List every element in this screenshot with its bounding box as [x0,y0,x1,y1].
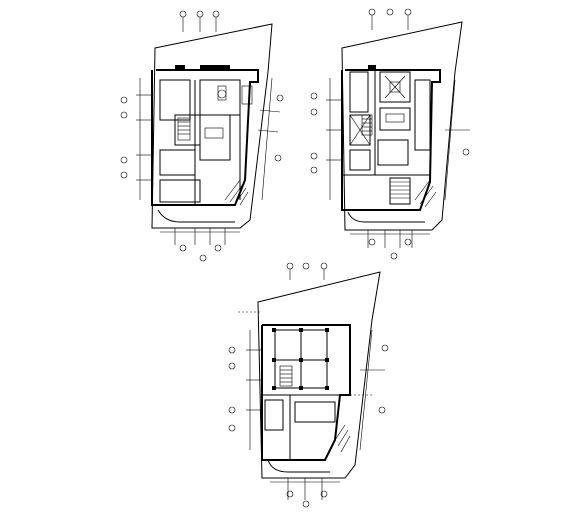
site-boundary [151,23,273,229]
grid-marker [120,96,128,104]
grid-marker [228,362,236,370]
grid-marker [286,490,294,498]
dimension-right [359,329,385,451]
grid-marker [310,108,318,116]
furniture [217,89,227,99]
grid-marker [320,490,328,498]
grid-marker [310,166,318,174]
curved-wall [267,459,330,473]
building-outline [341,69,441,211]
grid-marker [381,344,389,352]
floor-plan-top-left [120,10,284,262]
dimension-left [326,78,342,200]
grid-marker [196,10,204,32]
grid-marker [179,10,187,32]
dimension-left [246,330,262,450]
grid-marker [212,10,220,32]
dimension-bottom [350,230,430,248]
building-outline [151,69,259,206]
curved-wall [157,209,235,223]
dimension-right [444,79,470,201]
room [349,71,369,113]
grid-marker [199,254,207,262]
curved-wall [347,211,425,223]
floor-plan-top-right [310,8,470,260]
grid-marker [368,8,376,30]
grid-marker [286,262,294,280]
furniture [241,85,253,105]
hatch [414,179,437,208]
grid-marker [228,406,236,414]
dimension-bottom [160,228,240,245]
grid-marker [462,148,470,156]
grid-marker [310,92,318,100]
grid-marker [302,262,310,270]
room [389,177,411,205]
grid-marker [390,252,398,260]
site-boundary [257,271,381,479]
room [349,149,371,171]
furniture [385,113,405,123]
grid-marker [120,156,128,164]
grid-marker [368,238,376,246]
cross-room [349,114,371,146]
furniture [204,127,224,139]
room [379,71,411,103]
grid-marker [120,171,128,179]
grid-marker [120,111,128,119]
grid-marker [228,346,236,354]
wall-band [175,65,185,71]
grid-marker [310,152,318,160]
grid-marker [378,406,386,414]
room [377,139,409,166]
room [159,179,201,203]
grid-marker [228,424,236,432]
dimension-bottom [270,478,340,500]
staircase [279,365,293,387]
grid-marker [179,244,187,252]
room [264,399,284,431]
building-outline [261,324,351,461]
floor-plan-bottom [228,262,389,508]
grid-marker [214,244,222,252]
grid-marker [404,238,412,246]
staircase [361,114,373,136]
dimension-left [136,78,152,200]
grid-marker [274,154,282,162]
room [349,114,371,146]
grid-marker [404,8,412,30]
structural-grid [272,328,329,390]
room [159,149,196,176]
room [414,79,431,151]
dimension-right [257,77,281,201]
hatch [390,181,410,199]
grid-marker [320,262,328,280]
hatch [334,424,351,453]
staircase [177,117,191,141]
grid-marker [302,500,310,508]
cross-room [384,75,406,99]
grid-marker [386,8,394,16]
furniture [217,85,227,101]
room [379,107,411,131]
room [199,114,231,161]
wall-band [368,65,376,71]
grid-marker [276,94,284,102]
room [159,79,191,121]
site-boundary [341,21,463,231]
room [294,401,336,423]
wall-band [200,65,230,71]
